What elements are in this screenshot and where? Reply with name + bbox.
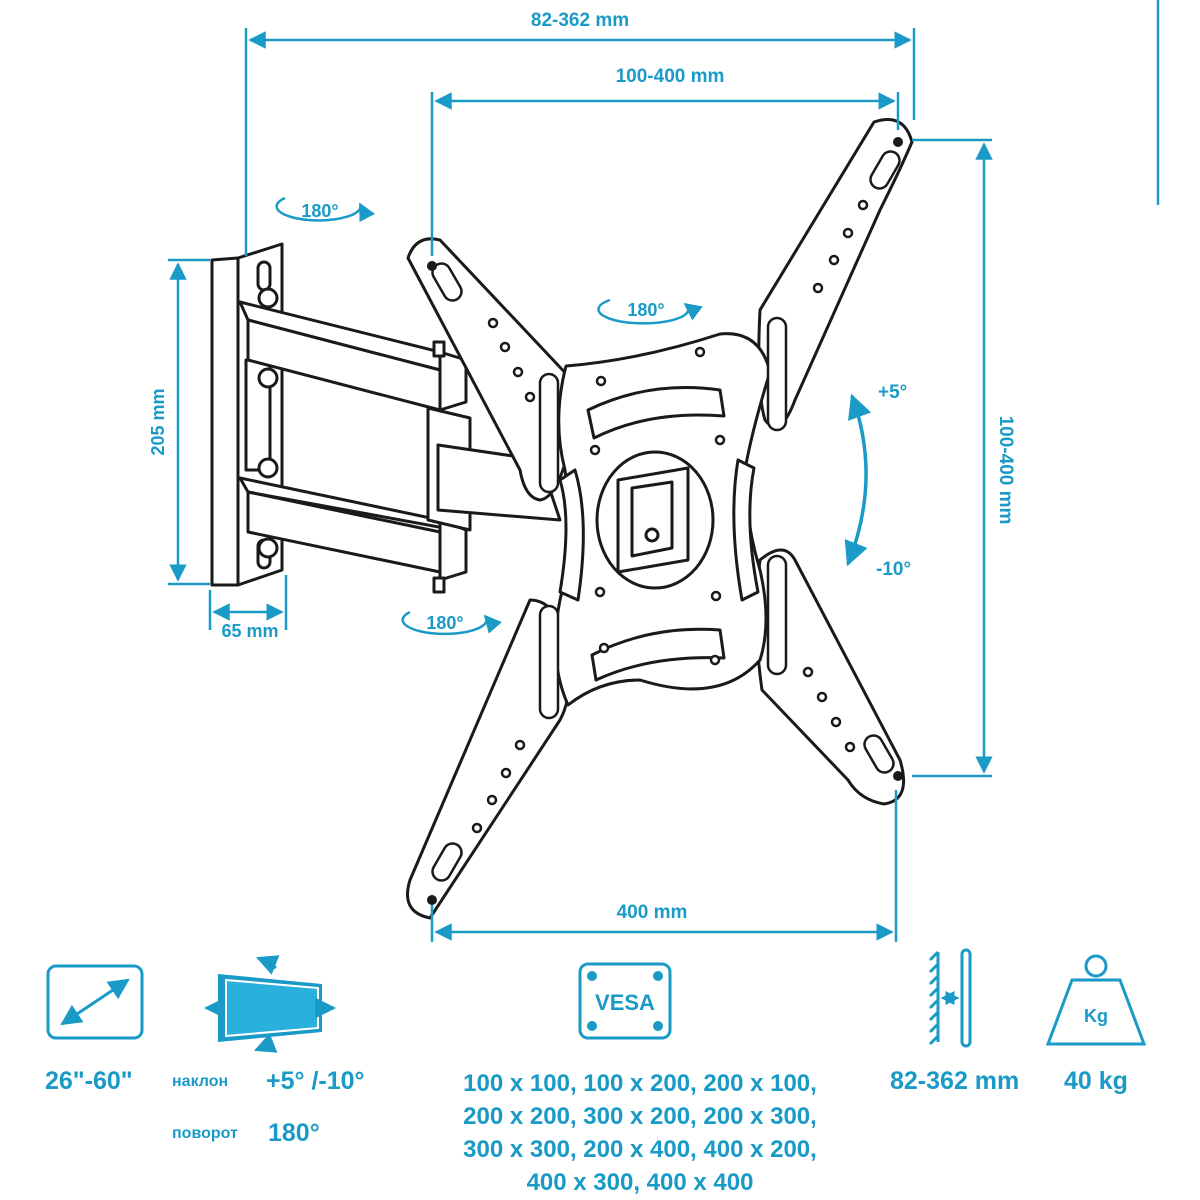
swivel-arrow-top-icon bbox=[275, 196, 375, 223]
upper-arm bbox=[238, 287, 468, 412]
screen-size-icon bbox=[46, 964, 144, 1040]
dim-wall-plate-height-label: 205 mm bbox=[148, 388, 168, 455]
dimension-lines bbox=[168, 0, 1160, 942]
dim-vesa-height-label: 100-400 mm bbox=[995, 416, 1016, 525]
vesa-icon-text: VESA bbox=[595, 990, 655, 1015]
tilt-value: +5° /-10° bbox=[266, 1067, 365, 1095]
wall-distance-value: 82-362 mm bbox=[890, 1067, 1020, 1095]
vesa-compatibility-list: 100 x 100, 100 x 200, 200 x 100, 200 x 2… bbox=[430, 1067, 850, 1199]
diagram-labels: 82-362 mm 100-400 mm 100-400 mm 205 mm 6… bbox=[148, 10, 1016, 923]
vesa-line: 200 x 200, 300 x 200, 200 x 300, bbox=[463, 1103, 817, 1130]
dim-overall-width-label: 82-362 mm bbox=[531, 10, 629, 31]
screen-size-value: 26"-60" bbox=[45, 1067, 133, 1095]
tilt-up-label: +5° bbox=[878, 382, 907, 403]
max-load-value: 40 kg bbox=[1064, 1067, 1128, 1095]
wall-distance-icon bbox=[928, 948, 972, 1048]
tilt-arrow-icon bbox=[844, 393, 872, 567]
swivel-label: поворот bbox=[172, 1125, 238, 1142]
swivel-bottom-label: 180° bbox=[426, 613, 463, 633]
swivel-mid-label: 180° bbox=[627, 300, 664, 320]
vesa-line: 300 x 300, 200 x 400, 400 x 200, bbox=[463, 1136, 817, 1163]
vesa-line: 100 x 100, 100 x 200, 200 x 100, bbox=[463, 1070, 817, 1097]
spec-icons bbox=[46, 948, 1147, 1053]
tilt-down-label: -10° bbox=[876, 559, 911, 580]
swivel-value: 180° bbox=[268, 1119, 320, 1147]
weight-icon-text: Kg bbox=[1084, 1006, 1108, 1026]
dim-bottom-width-label: 400 mm bbox=[617, 902, 688, 923]
swivel-top-label: 180° bbox=[301, 201, 338, 221]
mount-drawing bbox=[210, 118, 914, 920]
rotation-arrows bbox=[275, 196, 872, 636]
swivel-arrow-bottom-icon bbox=[401, 610, 502, 636]
vesa-line: 400 x 300, 400 x 400 bbox=[526, 1169, 754, 1196]
weight-icon bbox=[1045, 954, 1147, 1046]
tilt-label: наклон bbox=[172, 1073, 229, 1090]
dim-vesa-width-label: 100-400 mm bbox=[616, 66, 725, 87]
tilt-swivel-icon bbox=[203, 955, 337, 1053]
vesa-icon bbox=[578, 962, 672, 1040]
swivel-arrow-mid-icon bbox=[597, 298, 703, 325]
lower-arm bbox=[238, 457, 468, 594]
dim-wall-plate-depth-label: 65 mm bbox=[221, 621, 278, 641]
